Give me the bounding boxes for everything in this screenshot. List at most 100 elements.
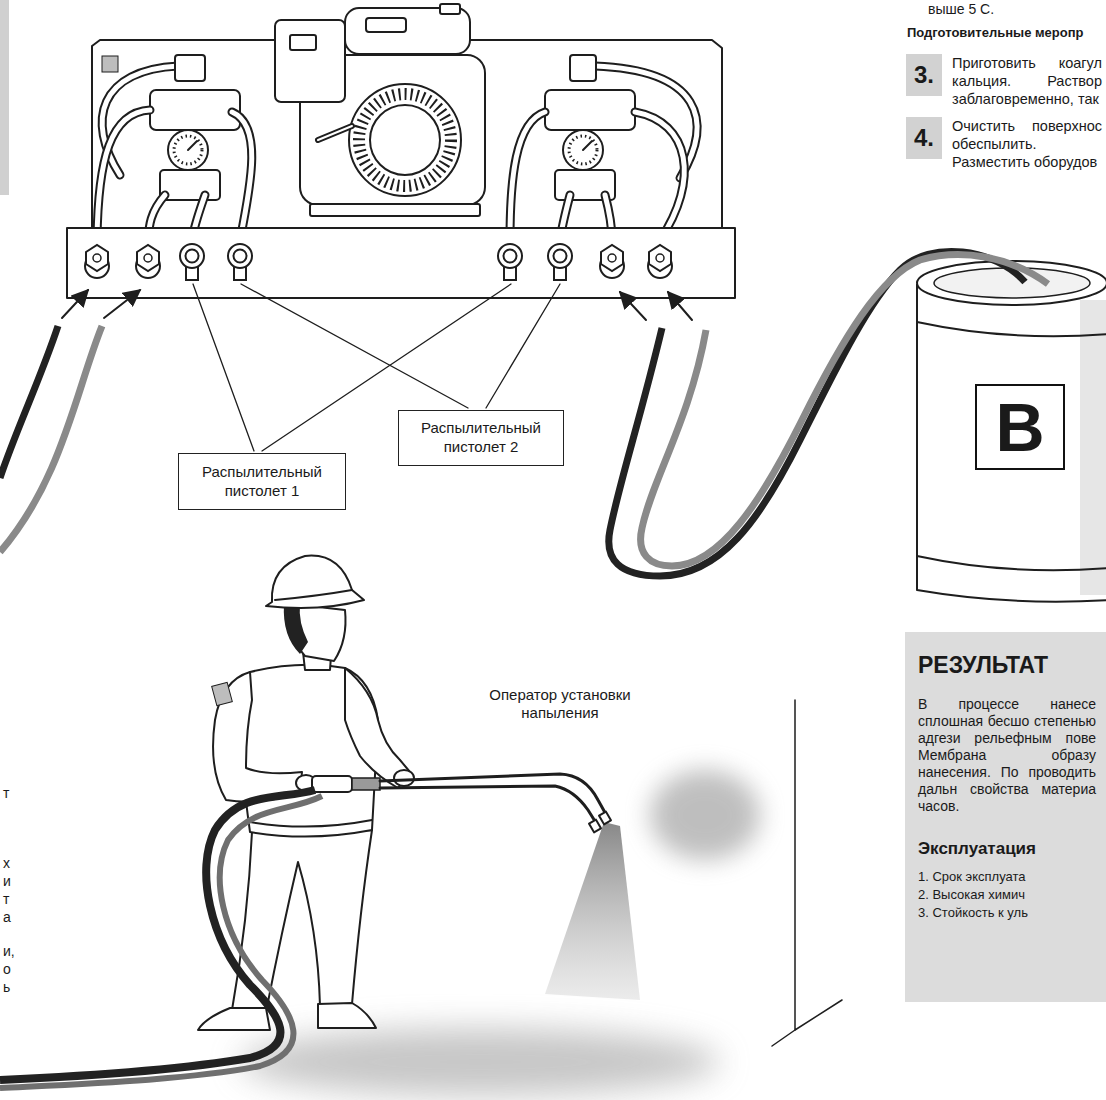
equipment-frame — [102, 56, 118, 72]
operator-hose — [0, 796, 322, 1088]
barrel — [917, 261, 1106, 602]
supply-hose — [668, 292, 692, 320]
spray — [240, 1028, 720, 1096]
spray-gun — [312, 774, 611, 832]
pump — [583, 141, 592, 150]
section-heading: Подготовительные меропр — [907, 25, 1084, 41]
barrel-letter: B — [995, 393, 1044, 461]
body-text: В процессе нанесе сплошная бесшо степень… — [918, 696, 1096, 815]
step-text-column: Приготовить коагул кальция. Раствор забл… — [952, 54, 1102, 108]
pump — [570, 55, 596, 81]
result-panel: РЕЗУЛЬТАТ В процессе нанесе сплошная бесш… — [905, 632, 1106, 1002]
text-fragment: х — [3, 855, 10, 872]
pump — [97, 55, 252, 240]
operator-figure — [275, 590, 352, 600]
engine — [370, 105, 440, 175]
callout-text: Распылительный пистолет 1 — [185, 463, 339, 501]
manifold — [180, 244, 204, 280]
barrel — [1080, 300, 1106, 595]
step-text-column: Очистить поверхнос обеспылить.Разместить… — [952, 117, 1102, 171]
spray-gun — [599, 812, 611, 825]
pump — [635, 112, 684, 240]
text-fragment: о — [3, 961, 11, 978]
pump — [97, 110, 150, 240]
step-number-box: 3. — [906, 54, 942, 96]
supply-hose — [104, 290, 140, 318]
barrel — [917, 322, 1106, 336]
operator-hose — [0, 790, 322, 1088]
pump — [635, 112, 684, 240]
wall-corner — [772, 700, 842, 1046]
barrel — [917, 556, 1106, 570]
engine — [275, 4, 485, 216]
pump — [232, 112, 252, 240]
callout-box: Распылительный пистолет 2 — [398, 410, 564, 466]
wall-corner — [795, 700, 842, 1030]
manifold — [85, 245, 109, 278]
barrel-label: B — [975, 384, 1065, 470]
manifold — [228, 244, 252, 280]
engine — [318, 126, 352, 140]
spray-gun — [352, 778, 380, 790]
manifold — [648, 245, 672, 278]
operator-figure — [212, 682, 233, 705]
manifold — [136, 245, 160, 278]
engine — [349, 84, 461, 196]
step-text: Приготовить коагул кальция. Раствор забл… — [952, 54, 1102, 108]
operator-figure — [318, 1003, 376, 1028]
engine — [310, 204, 480, 216]
manifold — [548, 244, 572, 280]
step-text: Очистить поверхнос обеспылить. — [952, 117, 1102, 153]
pump — [569, 136, 597, 164]
pump — [510, 112, 545, 240]
pump — [510, 55, 697, 240]
leader-line — [241, 284, 468, 408]
spray — [650, 770, 760, 860]
manifold — [67, 228, 735, 298]
engine — [318, 126, 352, 140]
operator-figure — [394, 770, 414, 786]
spray-gun — [312, 776, 352, 792]
pump — [545, 90, 635, 130]
spray-gun — [589, 820, 601, 833]
engine — [440, 4, 460, 14]
spray — [545, 822, 640, 1000]
engine — [290, 35, 316, 50]
pump — [563, 130, 603, 170]
step-number: 4. — [914, 124, 934, 152]
side-panel — [0, 0, 9, 195]
pump — [97, 110, 150, 240]
callout-box: Распылительный пистолет 1 — [178, 453, 346, 510]
text-fragment: т — [3, 785, 9, 802]
engine — [275, 20, 345, 102]
text-fragment: т — [3, 891, 9, 908]
manifold — [67, 228, 735, 298]
leader-line — [486, 284, 560, 408]
operator-figure — [250, 820, 372, 827]
equipment-frame — [92, 40, 722, 228]
equipment-frame — [92, 40, 722, 228]
leader-line — [193, 284, 254, 451]
text-fragment: а — [3, 909, 11, 926]
manifold — [600, 245, 624, 278]
callout-text: Распылительный пистолет 2 — [405, 419, 557, 457]
section-heading: РЕЗУЛЬТАТ — [918, 652, 1096, 678]
pump — [175, 55, 205, 81]
supply-hose — [609, 251, 1025, 576]
step-item: 3.Приготовить коагул кальция. Раствор за… — [906, 54, 1106, 108]
supply-hose — [0, 326, 58, 478]
operator-figure — [284, 604, 308, 654]
operator-figure — [198, 1008, 270, 1030]
subheading: Эксплуатация — [918, 839, 1096, 859]
pump — [232, 112, 252, 240]
operator-label: Оператор установки напыления — [460, 686, 660, 722]
text-fragment: и — [3, 873, 11, 890]
supply-hose — [62, 290, 88, 318]
barrel — [917, 284, 1106, 602]
text-holder: B — [995, 393, 1044, 461]
operator-figure — [266, 556, 364, 608]
text-holder: Распылительный пистолет 2 — [405, 419, 557, 457]
spray-gun — [380, 786, 598, 826]
